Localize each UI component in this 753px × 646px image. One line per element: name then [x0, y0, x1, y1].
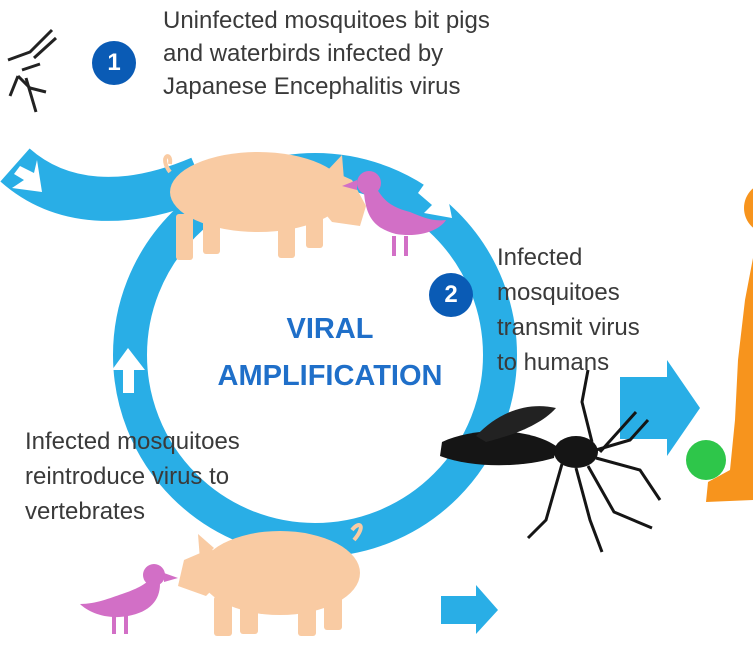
bottom-duck-icon — [80, 564, 178, 634]
pig-icon — [165, 152, 366, 260]
reintroduce-caption: Infected mosquitoes reintroduce virus to… — [25, 424, 325, 529]
mosquito-partial-icon — [8, 30, 56, 112]
center-title-line1: VIRAL — [175, 306, 485, 353]
infection-dot-icon — [686, 440, 726, 480]
viral-amplification-title: VIRAL AMPLIFICATION — [175, 306, 485, 400]
center-title-line2: AMPLIFICATION — [175, 353, 485, 400]
step-1-badge: 1 — [92, 41, 136, 85]
ring-arrow-bottomright-icon — [391, 544, 438, 576]
bottom-arrow-icon — [441, 585, 498, 634]
step-1-caption: Uninfected mosquitoes bit pigs and water… — [163, 4, 583, 103]
step-2-caption: Infected mosquitoes transmit virus to hu… — [497, 240, 717, 380]
